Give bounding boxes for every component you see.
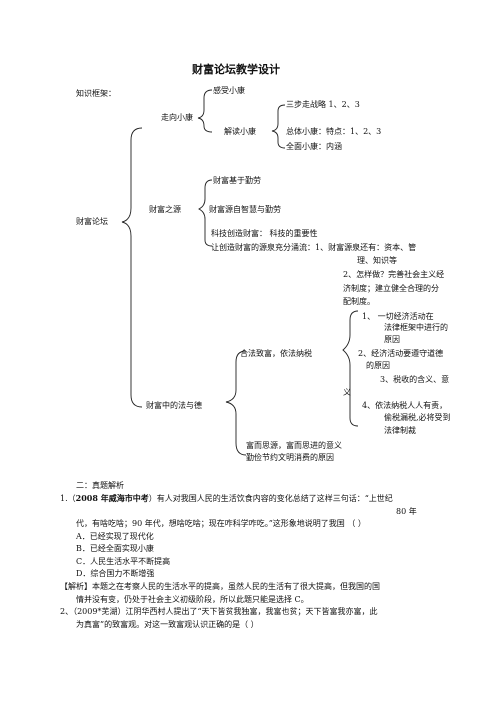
node-quanmian: 全面小康：内涵 <box>286 142 342 151</box>
xiaokang-brace <box>197 89 213 133</box>
root-node: 财富论坛 <box>76 217 108 226</box>
nashui-brace <box>342 310 359 427</box>
option-d: D．综合国力不断增强 <box>76 569 155 578</box>
node-p2a: 2、经济活动要遵守道德 <box>358 349 444 358</box>
option-b: B．已经全面实现小康 <box>76 544 154 553</box>
analysis-line2: 情并没有变，仍处于社会主义初级阶段，所以此题只能是选择 C。 <box>76 595 309 604</box>
node-jiedu: 解读小康 <box>224 127 256 136</box>
branch-fade-label: 财富中的法与德 <box>146 401 202 410</box>
node-fuer: 富而思源，富而思进的意义 <box>246 441 342 450</box>
node-hefa: 合法致富，依法纳税 <box>240 349 312 358</box>
q1-source: 2008 年威海市中考 <box>75 493 149 503</box>
jiedu-brace <box>271 104 286 149</box>
question-1-line2: 80 年 <box>396 507 417 516</box>
node-p4b: 偷税漏税,必将受到 <box>384 413 451 422</box>
section-heading: 二：真题解析 <box>76 481 124 490</box>
node-yuanquan-cont: 理、知识等 <box>357 256 397 265</box>
fade-brace <box>225 350 247 456</box>
node-p1c: 原因 <box>384 335 400 344</box>
node-p3a: 3、税收的含义、意 <box>380 375 450 384</box>
node-zenyang-cont2: 配制度。 <box>343 297 375 306</box>
node-keji: 科技创造财富： 科技的重要性 <box>211 229 318 238</box>
branch-caifu-label: 财富之源 <box>149 205 181 214</box>
node-zongti: 总体小康：特点：1、2、3 <box>286 127 382 136</box>
node-qinlao: 财富基于勤劳 <box>213 176 261 185</box>
question-2-line2: 为真富”的致富观。对这一致富观认识正确的是（ ） <box>76 620 259 629</box>
caifu-brace <box>197 179 213 247</box>
node-zenyang-cont1: 济制度；建立健全合理的分 <box>343 284 439 293</box>
root-brace <box>121 127 143 408</box>
node-p4c: 法律制裁 <box>384 426 416 435</box>
question-1-line3: 代，有啥吃啥；90 年代，想啥吃啥；现在咋科学咋吃。”这形象地说明了我国 （ ） <box>76 519 366 528</box>
q1-prefix: 1.（ <box>60 494 76 503</box>
node-qinjian: 勤俭节约文明消费的原因 <box>246 453 334 462</box>
node-ganshou: 感受小康 <box>213 86 245 95</box>
framework-label: 知识框架： <box>76 89 116 98</box>
option-c: C．人民生活水平不断提高 <box>76 557 171 566</box>
node-p1b: 法律框架中进行的 <box>384 323 448 332</box>
node-p2b: 的原因 <box>366 361 390 370</box>
option-a: A．已经实现了现代化 <box>76 532 154 541</box>
node-p1a: 1、 一切经济活动在 <box>362 312 434 321</box>
node-zhihui: 财富源自智慧与勤劳 <box>209 205 281 214</box>
node-sanbu: 三步走战略 1、2、3 <box>286 100 360 109</box>
node-p3b: 义 <box>343 388 351 397</box>
q1-stem: ）有人对我国人民的生活饮食内容的变化总结了这样三句话：“上世纪 <box>148 494 393 503</box>
node-p4a: 4、依法纳税人人有责， <box>362 401 448 410</box>
branch-zouxiang-label: 走向小康 <box>161 113 193 122</box>
node-yuanquan: 让创造财富的源泉充分涌流：1、财富源泉还有：资本、管 <box>211 243 417 252</box>
question-1-line1: 1.（2008 年威海市中考）有人对我国人民的生活饮食内容的变化总结了这样三句话… <box>60 493 393 504</box>
node-zenyang: 2、怎样做？完善社会主义经 <box>343 270 445 279</box>
page-title: 财富论坛教学设计 <box>192 63 280 76</box>
analysis-line1: 【解析】本题之在考察人民的生活水平的提高，虽然人民的生活有了很大提高，但我国的国 <box>60 582 380 591</box>
question-2-line1: 2、（2009*芜湖）江阴华西村人提出了“天下皆贫我独富，我富也贫；天下皆富我亦… <box>60 607 378 616</box>
